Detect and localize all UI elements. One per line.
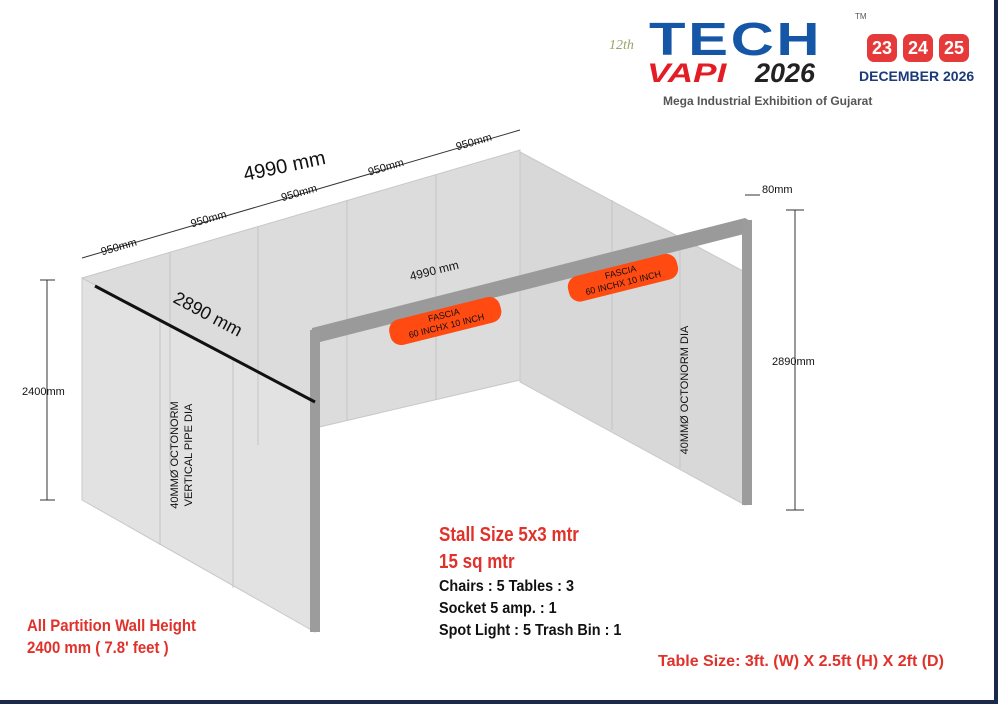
- segment-label: 950mm: [455, 132, 494, 154]
- logo-tech: TECH: [649, 13, 823, 65]
- right-pillar: [742, 220, 752, 505]
- event-logo: 12th TECH TM VAPI 2026 23 24 25 DECEMBER…: [605, 8, 995, 108]
- stall-size: Stall Size 5x3 mtr: [439, 524, 579, 546]
- pipe-label: VERTICAL PIPE DIA: [183, 403, 195, 506]
- socket-info: Socket 5 amp. : 1: [439, 600, 557, 617]
- right-wall: [519, 151, 746, 506]
- dimension-lines: [40, 129, 804, 511]
- panel-seams: [159, 175, 681, 588]
- pipe-label: 40MMØ OCTONORM: [169, 401, 181, 508]
- front-beam: [312, 218, 752, 342]
- overall-width-label: 4990 mm: [241, 147, 327, 186]
- tagline: Mega Industrial Exhibition of Gujarat: [663, 94, 873, 108]
- beam-thickness-label: 80mm: [762, 184, 793, 196]
- event-dates: 23 24 25: [867, 34, 969, 62]
- date-badge: 24: [903, 34, 933, 62]
- stall-info: Stall Size 5x3 mtr 15 sq mtr Chairs : 5 …: [439, 522, 642, 642]
- event-month: DECEMBER 2026: [859, 68, 975, 84]
- segment-label: 950mm: [280, 183, 319, 205]
- depth-dimension-line: [94, 284, 316, 404]
- segment-label: 950mm: [100, 237, 139, 259]
- furniture-info: Chairs : 5 Tables : 3: [439, 578, 574, 595]
- logo-vapi: VAPI: [647, 58, 727, 88]
- logo-edition: 12th: [609, 38, 634, 53]
- segment-label: 950mm: [189, 209, 228, 231]
- date-badge: 25: [939, 34, 969, 62]
- left-height-label: 2400mm: [22, 386, 65, 398]
- light-bin-info: Spot Light : 5 Trash Bin : 1: [439, 622, 622, 639]
- table-size-note: Table Size: 3ft. (W) X 2.5ft (H) X 2ft (…: [658, 653, 944, 670]
- left-pillar: [310, 330, 320, 632]
- pipe-label: 40MMØ OCTONORM DIA: [679, 325, 691, 454]
- wall-height-note: All Partition Wall Height 2400 mm ( 7.8'…: [27, 615, 196, 659]
- date-badge: 23: [867, 34, 897, 62]
- logo-year: 2026: [755, 58, 816, 88]
- wall-note-value: 2400 mm ( 7.8' feet ): [27, 638, 169, 657]
- wall-note-title: All Partition Wall Height: [27, 616, 197, 635]
- stall-area: 15 sq mtr: [439, 551, 515, 573]
- trademark: TM: [855, 12, 867, 21]
- segment-label: 950mm: [367, 157, 406, 179]
- right-height-label: 2890mm: [772, 356, 815, 368]
